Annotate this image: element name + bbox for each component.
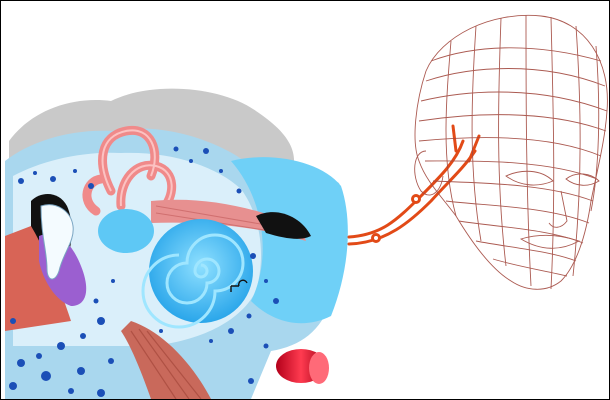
cochlea [149,219,253,323]
vestibule [98,209,154,253]
nerve-pathway [349,126,479,244]
ear-anatomy-illustration [5,89,348,399]
wireframe-head [415,15,608,289]
